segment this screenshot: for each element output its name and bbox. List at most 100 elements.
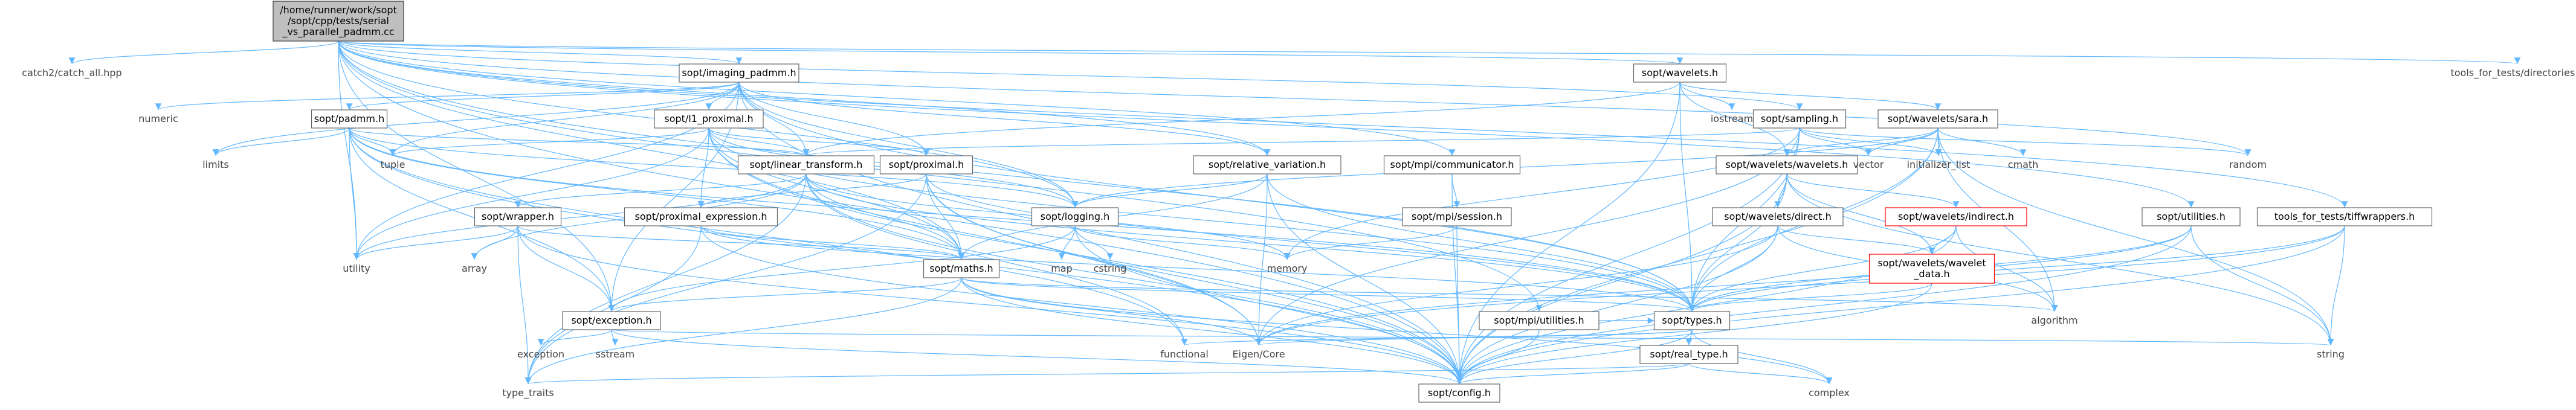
edge-maths-to-eigen [961,277,1262,346]
node-label: sopt/linear_transform.h [750,159,863,171]
edge-wrapper-to-typetraits [517,225,532,385]
node-box [1418,383,1500,403]
edge-utilities-to-string [2190,225,2334,346]
edge-sampling-to-memory [1283,127,1800,260]
node-box [1716,155,1858,175]
edge-imaging-to-tuple [389,82,740,156]
edge-utilities-to-config [1456,225,2192,385]
node-cstring: cstring [1094,263,1127,274]
node-sampling[interactable]: sopt/sampling.h [1752,109,1847,129]
node-mpisession[interactable]: sopt/mpi/session.h [1402,207,1512,226]
node-logging[interactable]: sopt/logging.h [1031,207,1119,226]
edge-wavelets-to-config [1456,82,1680,385]
node-wrapper[interactable]: sopt/wrapper.h [474,207,562,226]
node-lintrans[interactable]: sopt/linear_transform.h [737,155,875,175]
edge-wrapper-to-maths [517,225,965,260]
node-exception[interactable]: sopt/exception.h [562,311,661,330]
node-label: sopt/maths.h [929,263,993,274]
node-proximal[interactable]: sopt/proximal.h [879,155,973,175]
node-box [1402,207,1512,226]
edge-realtype-to-typetraits [525,363,1690,385]
edge-maths-to-exception [608,277,962,312]
node-imaging[interactable]: sopt/imaging_padmm.h [679,63,799,83]
node-array: array [462,263,487,274]
node-label: tools_for_tests/directories.h [2450,67,2576,79]
node-box [562,311,661,330]
node-l1prox[interactable]: sopt/l1_proximal.h [654,109,764,129]
edge-realtype-to-config [1456,363,1690,385]
node-vector: vector [1853,159,1884,170]
node-sara[interactable]: sopt/wavelets/sara.h [1877,109,1998,129]
node-label: sopt/relative_variation.h [1209,159,1326,171]
node-cmath: cmath [2008,159,2039,170]
node-sstream: sstream [596,348,634,360]
node-padmm[interactable]: sopt/padmm.h [311,109,388,129]
edge-wavelets-to-types [1679,82,1696,312]
edge-padmm-to-logging [349,127,1079,208]
node-box [1885,207,2027,226]
edge-realtype-to-complex [1688,363,1833,385]
node-utilities[interactable]: sopt/utilities.h [2142,207,2241,226]
node-label: sopt/mpi/session.h [1412,211,1502,222]
node-random: random [2229,159,2267,170]
node-relvar[interactable]: sopt/relative_variation.h [1193,155,1341,175]
node-label: exception [517,348,564,360]
node-types[interactable]: sopt/types.h [1653,311,1731,330]
node-realtype[interactable]: sopt/real_type.h [1639,345,1738,364]
edge-logging-to-config [1074,225,1463,385]
edge-lintrans-to-utility [353,173,807,260]
node-indirect[interactable]: sopt/wavelets/indirect.h [1885,207,2027,226]
node-wwavelets[interactable]: sopt/wavelets/wavelets.h [1716,155,1858,175]
node-proxexpr[interactable]: sopt/proximal_expression.h [624,207,778,226]
node-root[interactable]: /home/runner/work/sopt/sopt/cpp/tests/se… [273,1,404,42]
nodes-layer: /home/runner/work/sopt/sopt/cpp/tests/se… [22,1,2576,403]
node-box [624,207,778,226]
edge-wavelets-to-iostream [1679,82,1735,111]
node-wavelets[interactable]: sopt/wavelets.h [1633,63,1727,83]
node-label: map [1051,263,1073,274]
node-box [1653,311,1731,330]
node-tiffwrap[interactable]: tools_for_tests/tiffwrappers.h [2256,207,2433,226]
node-numeric: numeric [138,113,178,124]
node-box [1383,155,1521,175]
node-wavdata[interactable]: sopt/wavelets/wavelet_data.h [1868,254,1995,284]
edge-wavdata-to-config [1456,283,1932,385]
edge-relvar-to-logging [1071,173,1268,208]
edge-root-to-wavelets [338,40,1683,65]
edge-logging-to-map [1058,225,1076,260]
edge-imaging-to-lintrans [738,82,810,156]
node-label: string [2317,348,2345,360]
node-maths[interactable]: sopt/maths.h [923,259,1000,278]
edge-wwavelets-to-wavdata [1786,173,1935,255]
edge-sara-to-cmath [1937,127,2027,156]
node-memory: memory [1267,263,1308,274]
node-label: _vs_parallel_padmm.cc [282,26,394,38]
edge-root-to-mpicomm [338,40,1456,156]
node-label: sopt/mpi/utilities.h [1494,315,1584,326]
node-typetraits: type_traits [502,387,554,399]
node-label: cstring [1094,263,1127,274]
node-direct[interactable]: sopt/wavelets/direct.h [1712,207,1844,226]
node-box [2142,207,2241,226]
edge-sara-to-vector [1865,127,1938,156]
edge-mpisession-to-memory [1283,225,1457,260]
edge-maths-to-types [961,277,1695,312]
edge-imaging-to-padmm [346,82,740,111]
node-config[interactable]: sopt/config.h [1418,383,1500,403]
node-box [654,109,764,129]
edge-exception-to-sstream [611,329,619,346]
node-label: sopt/l1_proximal.h [664,113,753,125]
node-box [1633,63,1727,83]
node-label: complex [1809,387,1850,399]
node-iostream: iostream [1711,113,1753,124]
edge-root-to-relvar [338,40,1271,156]
edge-mpicomm-to-mpisession [1451,173,1461,208]
node-mpicomm[interactable]: sopt/mpi/communicator.h [1383,155,1521,175]
edge-proxexpr-to-types [700,225,1696,312]
node-box [1639,345,1738,364]
edge-logging-to-exception [608,225,1076,312]
node-label: sopt/config.h [1428,387,1491,399]
node-mpiutil[interactable]: sopt/mpi/utilities.h [1479,311,1600,330]
node-box [311,109,388,129]
edge-proxexpr-to-maths [700,225,965,260]
